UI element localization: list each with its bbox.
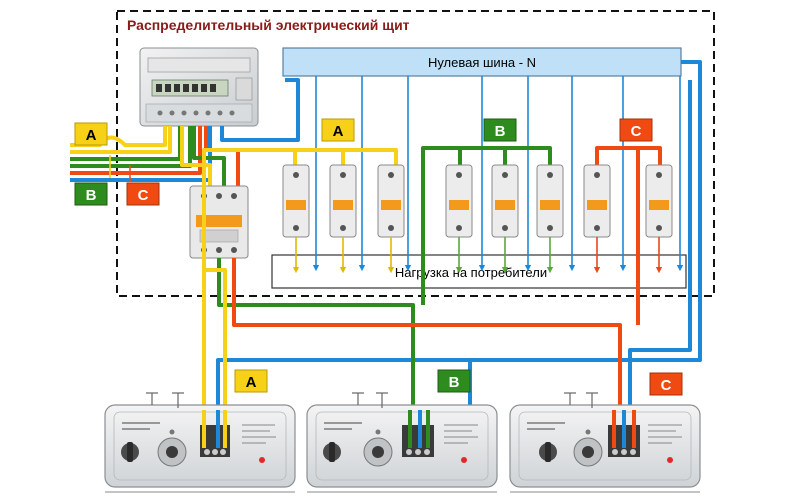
svg-text:B: B: [449, 374, 460, 391]
svg-text:B: B: [495, 123, 506, 140]
breaker-b3: [536, 164, 564, 238]
phase-label-a-group: A: [321, 118, 355, 142]
load-bar-label: Нагрузка на потребители: [395, 265, 547, 280]
phase-label-b-regulator: B: [437, 369, 471, 393]
neutral-bus: [282, 47, 682, 77]
neutral-main-return: [216, 60, 702, 430]
phase-label-a-regulator: A: [234, 369, 268, 393]
phase-label-c-input: C: [126, 182, 160, 206]
svg-text:A: A: [246, 374, 257, 391]
svg-text:C: C: [661, 377, 672, 394]
breaker-a2: [329, 164, 357, 238]
svg-text:B: B: [86, 187, 97, 204]
voltage-regulator-b: [306, 392, 498, 493]
phase-label-b-input: B: [74, 182, 108, 206]
svg-text:A: A: [86, 127, 97, 144]
phase-label-b-group: B: [483, 118, 517, 142]
single-pole-breakers: [282, 164, 673, 238]
breaker-output-wires: [292, 237, 663, 274]
neutral-bus-label: Нулевая шина - N: [428, 55, 536, 70]
phase-label-a-input: A: [74, 122, 108, 146]
voltage-regulator-a: [104, 392, 296, 493]
regulator-input-wires: [202, 410, 636, 448]
svg-text:C: C: [138, 187, 149, 204]
phase-label-c-regulator: C: [649, 372, 683, 396]
neutral-drop-wires: [312, 76, 684, 272]
voltage-regulator-c: [509, 392, 701, 493]
breaker-c2: [645, 164, 673, 238]
svg-text:A: A: [333, 123, 344, 140]
neutral-to-regulator-c: [628, 80, 692, 430]
panel-title: Распределительный электрический щит: [127, 17, 410, 33]
breaker-b1: [445, 164, 473, 238]
breaker-a3: [377, 164, 405, 238]
phase-label-c-group: C: [619, 118, 653, 142]
electricity-meter: [139, 47, 259, 127]
main-3pole-breaker: [189, 185, 249, 259]
breaker-a1: [282, 164, 310, 238]
svg-text:C: C: [631, 123, 642, 140]
phase-distribution-wires: [202, 146, 662, 430]
breaker-c1: [583, 164, 611, 238]
breaker-b2: [491, 164, 519, 238]
